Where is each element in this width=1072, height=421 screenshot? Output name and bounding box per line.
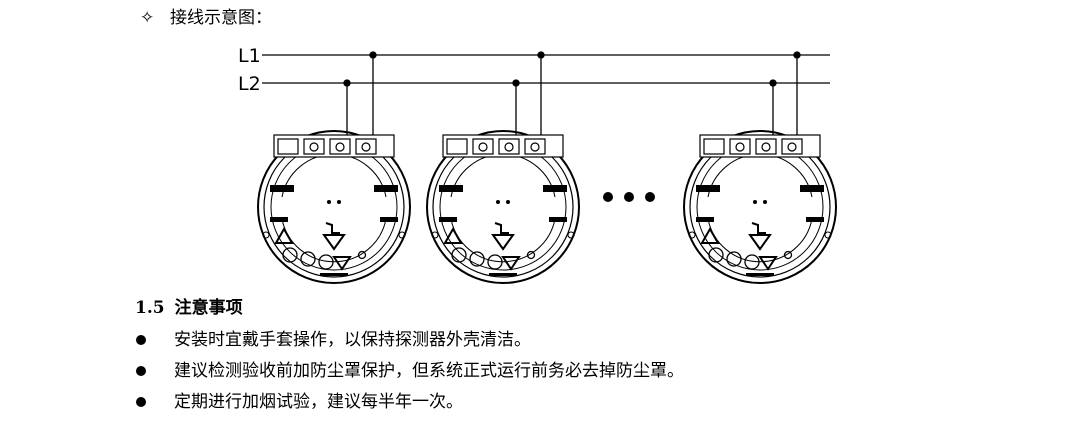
list-item: 安装时宜戴手套操作，以保持探测器外壳清洁。 — [135, 328, 684, 359]
detector-base-3 — [683, 130, 837, 284]
wiring-heading: ✧ 接线示意图： — [140, 6, 272, 30]
bullet-icon — [136, 366, 146, 376]
notes-list: 安装时宜戴手套操作，以保持探测器外壳清洁。 建议检测验收前加防尘罩保护，但系统正… — [135, 328, 684, 421]
section-number: 1.5 — [135, 298, 165, 318]
bus-label-l1: L1 — [238, 45, 261, 67]
horizontal-ellipsis-icon — [603, 192, 655, 202]
bullet-icon — [136, 335, 146, 345]
wiring-diagram: L1 L2 — [238, 45, 837, 284]
diamond-marker-icon: ✧ — [140, 8, 155, 28]
bullet-icon — [136, 397, 146, 407]
section-heading: 注意事项 — [174, 298, 243, 318]
bus-label-l2: L2 — [238, 73, 261, 95]
detector-base-2 — [426, 130, 580, 284]
drop-wires — [343, 51, 801, 145]
detector-base-1 — [257, 130, 411, 284]
wiring-title: 接线示意图： — [170, 8, 272, 28]
list-item: 定期进行加烟试验，建议每半年一次。 — [135, 390, 684, 421]
section-title: 1.5 注意事项 — [135, 296, 243, 320]
list-item: 建议检测验收前加防尘罩保护，但系统正式运行前务必去掉防尘罩。 — [135, 359, 684, 390]
